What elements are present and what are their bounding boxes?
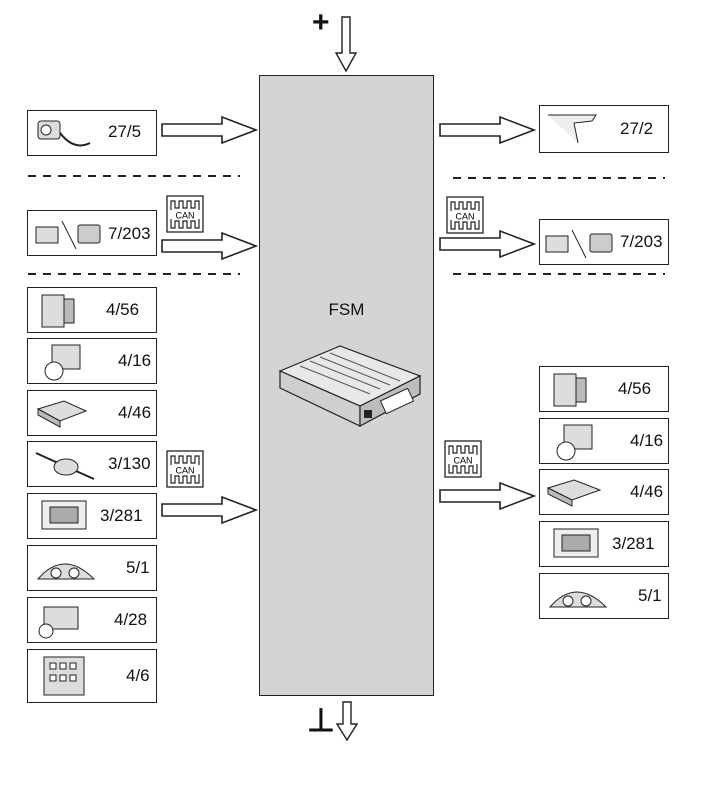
light-strip-icon: [548, 114, 597, 144]
input-component-3-130: 3/130: [27, 441, 157, 487]
input-component-4-6: 4/6: [27, 649, 157, 703]
control-unit-icon: [36, 400, 88, 428]
output-component-27-2: 27/2: [539, 105, 669, 153]
input-arrow-icon: [161, 495, 258, 525]
component-id: 3/281: [612, 534, 655, 553]
input-arrow-icon: [161, 115, 258, 145]
output-arrow-icon: [439, 481, 536, 511]
component-id: 4/6: [126, 666, 150, 685]
can-bus-icon: CAN: [166, 195, 204, 233]
output-component-5-1: 5/1: [539, 573, 669, 619]
output-component-4-56: 4/56: [539, 366, 669, 412]
input-component-4-46: 4/46: [27, 390, 157, 436]
component-id: 4/28: [114, 610, 148, 629]
display-panel-icon: [41, 500, 87, 530]
output-component-4-46: 4/46: [539, 469, 669, 515]
can-label: CAN: [175, 466, 194, 476]
output-arrow-icon: [439, 229, 536, 259]
component-id: 27/2: [620, 119, 654, 138]
component-id: 5/1: [638, 586, 662, 605]
instrument-cluster-icon: [548, 591, 608, 608]
output-component-7-203: 7/203: [539, 219, 669, 265]
output-component-3-281: 3/281: [539, 521, 669, 567]
control-module-icon: [553, 373, 587, 407]
output-component-4-16: 4/16: [539, 418, 669, 464]
ground-arrow-icon: [336, 701, 358, 742]
component-id: 5/1: [126, 558, 150, 577]
input-component-7-203: 7/203: [27, 210, 157, 256]
control-panel-icon: [43, 656, 85, 696]
component-id: 4/56: [618, 379, 652, 398]
component-id: 7/203: [620, 232, 663, 251]
steering-switch-icon: [35, 452, 95, 480]
control-module-icon: [38, 606, 79, 639]
input-component-5-1: 5/1: [27, 545, 157, 591]
can-label: CAN: [175, 211, 194, 221]
control-unit-icon: [546, 479, 602, 507]
can-label: CAN: [453, 456, 472, 466]
input-component-4-56: 4/56: [27, 287, 157, 333]
component-id: 4/46: [630, 482, 664, 501]
can-bus-icon: CAN: [446, 196, 484, 234]
control-module-icon: [41, 294, 75, 328]
actuator-icon: [556, 424, 593, 461]
radar-sensor-icon: [35, 220, 101, 250]
component-id: 4/16: [118, 351, 152, 370]
actuator-icon: [44, 344, 81, 381]
can-label: CAN: [455, 212, 474, 222]
ground-symbol: ⊥: [307, 702, 335, 738]
component-id: 27/5: [108, 122, 142, 141]
display-panel-icon: [553, 528, 599, 558]
input-component-3-281: 3/281: [27, 493, 157, 539]
component-id: 4/16: [630, 431, 664, 450]
fsm-module: FSM: [259, 75, 434, 696]
input-component-27-5: 27/5: [27, 110, 157, 156]
power-in-arrow-icon: [335, 16, 357, 73]
component-id: 3/281: [100, 506, 143, 525]
component-id: 4/56: [106, 300, 140, 319]
camera-sensor-icon: [37, 120, 91, 147]
control-unit-icon: [278, 345, 422, 427]
fsm-label: FSM: [328, 300, 365, 319]
component-id: 3/130: [108, 454, 151, 473]
output-arrow-icon: [439, 115, 536, 145]
input-component-4-28: 4/28: [27, 597, 157, 643]
input-component-4-16: 4/16: [27, 338, 157, 384]
power-plus-symbol: +: [312, 6, 330, 39]
radar-sensor-icon: [545, 229, 613, 259]
can-bus-icon: CAN: [444, 440, 482, 478]
instrument-cluster-icon: [36, 563, 96, 580]
component-id: 4/46: [118, 403, 152, 422]
can-bus-icon: CAN: [166, 450, 204, 488]
input-arrow-icon: [161, 231, 258, 261]
component-id: 7/203: [108, 224, 151, 243]
